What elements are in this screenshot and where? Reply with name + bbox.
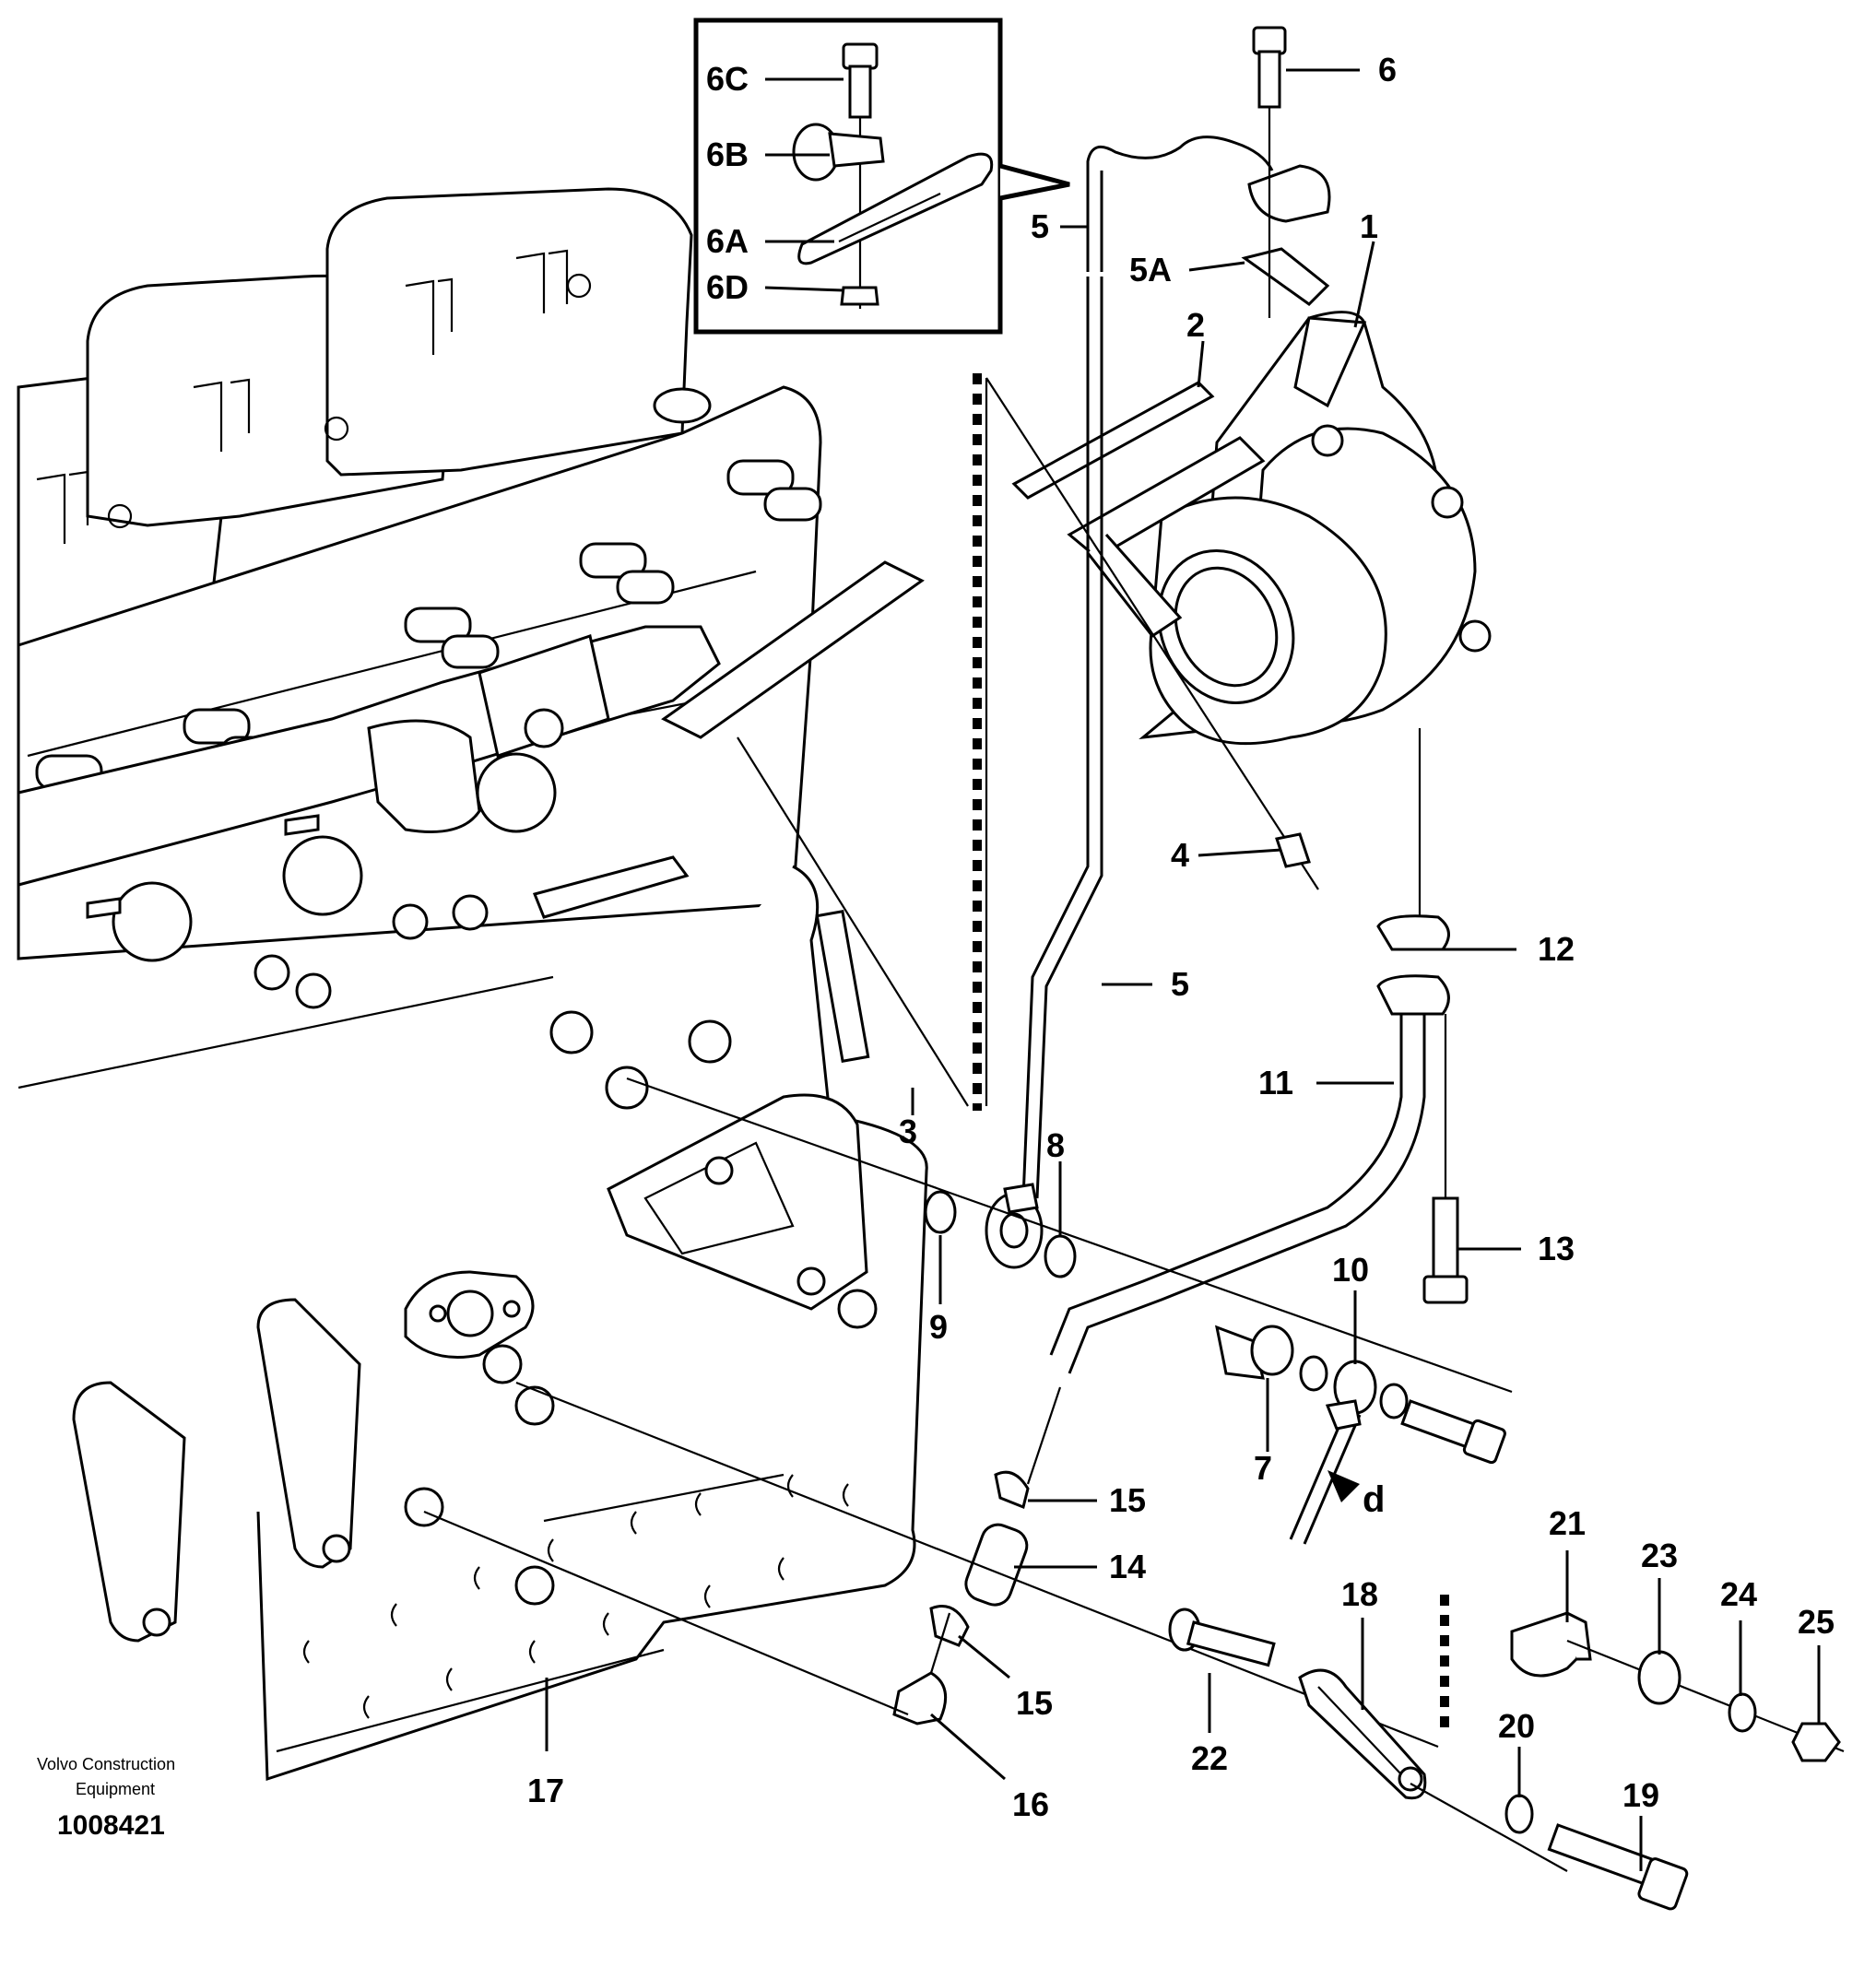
company-name-line2: Equipment: [76, 1780, 155, 1798]
document-number: 1008421: [57, 1810, 165, 1841]
footer: Volvo Construction Equipment 1008421: [37, 1755, 175, 1841]
elbow-16: [892, 1671, 948, 1726]
engine-bracket: [607, 1093, 868, 1311]
washer-20: [1504, 1794, 1534, 1834]
leader-lines: [545, 68, 1821, 1871]
gasket-5A: [1241, 247, 1330, 306]
block-holes: [302, 1474, 849, 1719]
flange-11: [1376, 974, 1450, 1016]
callout-20: 20: [1498, 1707, 1535, 1745]
clamp-21: [1510, 1611, 1592, 1678]
bolt-19: [1547, 1823, 1689, 1911]
callout-6B: 6B: [706, 135, 749, 173]
callout-21: 21: [1549, 1504, 1586, 1542]
exhaust-manifold: [17, 625, 721, 962]
callout-10: 10: [1332, 1251, 1369, 1289]
callout-9: 9: [929, 1308, 948, 1346]
callout-22: 22: [1191, 1739, 1228, 1777]
callout-5A: 5A: [1129, 251, 1172, 289]
bolt-10: [1400, 1399, 1478, 1450]
bolt-6: [1252, 26, 1287, 55]
callout-16: 16: [1012, 1785, 1049, 1823]
clamp-15-lower: [929, 1605, 970, 1647]
oil-return-pipe: [1049, 914, 1450, 1374]
callout-23: 23: [1641, 1537, 1678, 1574]
callout-17: 17: [527, 1772, 564, 1809]
callout-14: 14: [1109, 1548, 1146, 1585]
engine-block: [17, 187, 928, 1782]
clamp-15-upper: [994, 1470, 1030, 1510]
callout-d: d: [1363, 1479, 1385, 1520]
callout-24: 24: [1720, 1575, 1757, 1613]
flange-6: [1247, 164, 1331, 223]
bracket-18: [1298, 1668, 1427, 1800]
callout-8: 8: [1046, 1126, 1065, 1164]
washer-8: [1044, 1234, 1077, 1278]
bolt-13: [1422, 1196, 1469, 1304]
callout-11: 11: [1258, 1064, 1293, 1101]
washer-23: [1637, 1650, 1681, 1705]
callout-19: 19: [1622, 1776, 1659, 1814]
callout-13: 13: [1538, 1230, 1575, 1267]
washer-9: [924, 1190, 957, 1234]
detail-inset: [693, 18, 1070, 335]
fitting-7: [1214, 1325, 1265, 1380]
callout-15-top: 15: [1109, 1481, 1146, 1519]
gasket-2: [1011, 381, 1215, 500]
stud-3: [815, 910, 870, 1063]
breather-hose: [892, 1386, 1062, 1726]
callout-5-mid: 5: [1171, 965, 1189, 1003]
nut-25: [1791, 1722, 1841, 1762]
fittings: [924, 1190, 1506, 1545]
bolt-22: [1168, 1608, 1276, 1667]
callout-12: 12: [1538, 930, 1575, 968]
callout-6A: 6A: [706, 222, 749, 260]
callout-18: 18: [1341, 1575, 1378, 1613]
callout-3: 3: [899, 1113, 917, 1150]
callout-6: 6: [1378, 51, 1397, 88]
company-name-line1: Volvo Construction: [37, 1755, 175, 1773]
oil-feed-pipe: [985, 135, 1274, 1269]
callout-15-bottom: 15: [1016, 1684, 1053, 1722]
callout-7: 7: [1254, 1449, 1272, 1487]
turbocharger: [1067, 311, 1492, 931]
washer-24: [1728, 1692, 1757, 1733]
callout-6D: 6D: [706, 268, 749, 306]
callout-25: 25: [1798, 1603, 1835, 1641]
callout-1: 1: [1360, 207, 1378, 245]
callout-2: 2: [1186, 306, 1205, 344]
callout-4: 4: [1171, 836, 1189, 874]
nut-4: [1275, 832, 1311, 868]
callout-labels: 6C 6B 6A 6D 6 5 5A 1 2 4 12 5 11 3 8 9 1…: [527, 51, 1835, 1823]
manifold-flange: [661, 560, 925, 739]
arrow-d: [1327, 1470, 1360, 1502]
callout-6C: 6C: [706, 60, 749, 98]
callout-5-top: 5: [1031, 207, 1049, 245]
hose-14: [964, 1523, 1029, 1607]
gasket-12: [1376, 914, 1450, 951]
